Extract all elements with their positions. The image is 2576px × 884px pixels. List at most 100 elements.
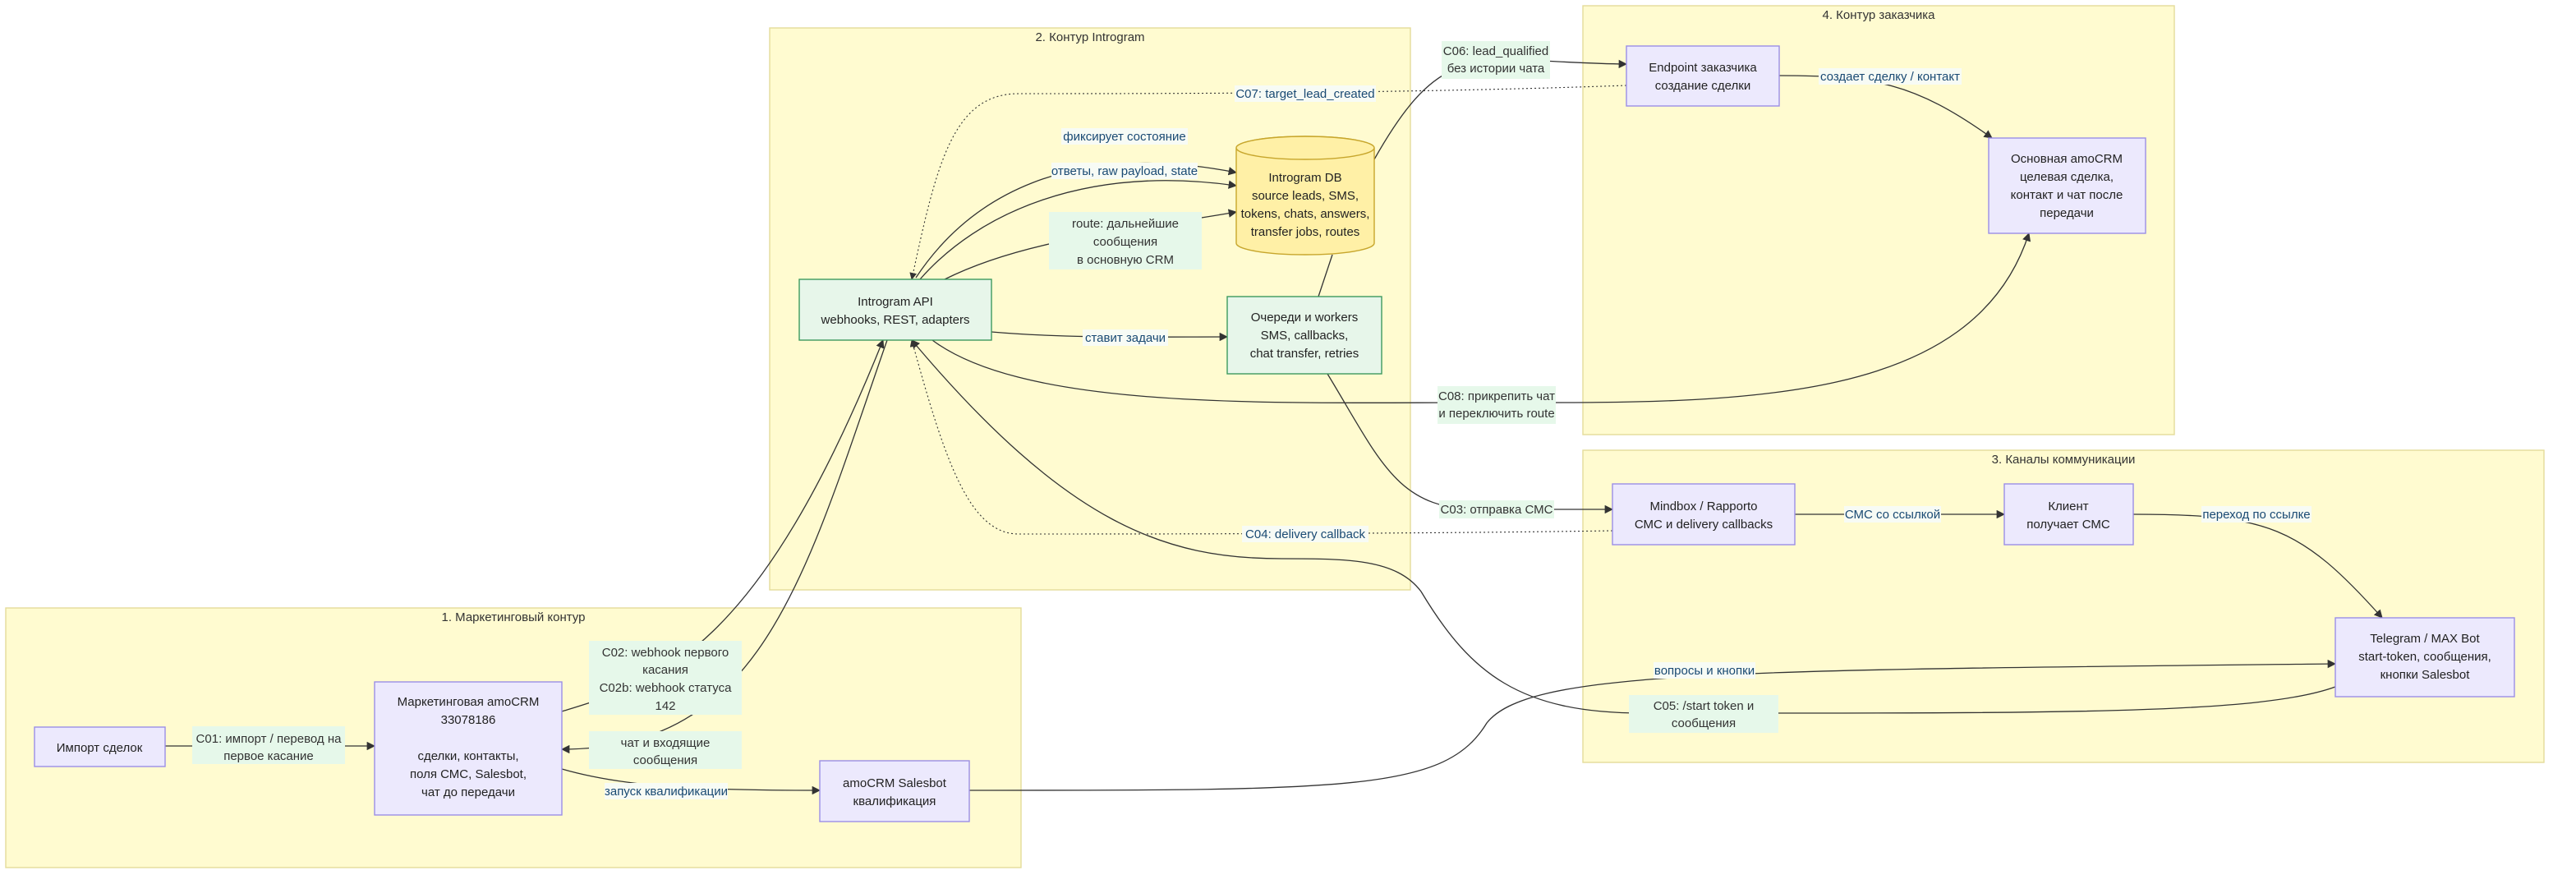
node-queues: Очереди и workers SMS, callbacks, chat t…	[1226, 296, 1382, 375]
edge-queues-db	[1318, 254, 1333, 297]
node-marketing-crm-line-6: чат до передачи	[421, 785, 515, 799]
edge-c05	[911, 339, 2336, 714]
node-marketing-crm-line-4: сделки, контакты,	[417, 749, 518, 763]
node-queues-line-2: SMS, callbacks,	[1261, 329, 1349, 343]
node-marketing-crm-line-1: Маркетинговая amoCRM	[398, 695, 540, 709]
node-mindbox: Mindbox / Rapporto СМС и delivery callba…	[1612, 483, 1796, 546]
node-api-line-2: webhooks, REST, adapters	[821, 313, 970, 327]
edge-label-questions-text: вопросы и кнопки	[1654, 664, 1755, 678]
edge-creates-deal	[1778, 75, 1993, 139]
edge-label-c06-line-2: без истории чата	[1447, 62, 1545, 76]
edge-label-c08-line-1: C08: прикрепить чат	[1438, 389, 1555, 403]
edge-label-c02-line-3: C02b: webhook статуса	[600, 681, 732, 695]
edge-label-chat-in: чат и входящие сообщения	[589, 731, 742, 769]
edge-label-c03-text: C03: отправка СМС	[1441, 503, 1553, 517]
edge-label-c05-line-1: C05: /start token и	[1654, 699, 1755, 713]
edge-label-c05: C05: /start token и сообщения	[1629, 695, 1778, 733]
edge-label-answers: ответы, raw payload, state	[1051, 163, 1198, 179]
edge-label-c07-text: C07: target_lead_created	[1235, 87, 1374, 101]
node-import-line-1: Импорт сделок	[57, 741, 143, 755]
node-telegram: Telegram / MAX Bot start-token, сообщени…	[2334, 617, 2515, 698]
node-api: Introgram API webhooks, REST, adapters	[798, 279, 992, 341]
edge-label-creates-deal-text: создает сделку / контакт	[1820, 70, 1960, 84]
cluster-channels-title: 3. Каналы коммуникации	[1992, 453, 2136, 467]
node-main-crm-line-1: Основная amoCRM	[2011, 152, 2123, 166]
node-endpoint: Endpoint заказчика создание сделки	[1626, 45, 1780, 107]
edge-label-sms-link: СМС со ссылкой	[1844, 506, 1941, 523]
edge-label-c06-line-1: C06: lead_qualified	[1443, 44, 1548, 58]
node-marketing-crm-line-2: 33078186	[441, 713, 496, 727]
edge-label-route-line-1: route: дальнейшие	[1072, 217, 1179, 231]
node-telegram-line-2: start-token, сообщения,	[2358, 650, 2491, 664]
edge-label-start-qual-text: запуск квалификации	[605, 785, 728, 799]
node-db-line-3: tokens, chats, answers,	[1241, 207, 1370, 221]
edge-follow-link	[2132, 513, 2383, 619]
node-salesbot-line-1: amoCRM Salesbot	[843, 776, 947, 790]
database-icon	[1235, 136, 1375, 160]
edge-label-c01: C01: импорт / перевод на первое касание	[192, 726, 345, 764]
node-telegram-line-3: кнопки Salesbot	[2380, 668, 2471, 682]
node-queues-line-1: Очереди и workers	[1251, 311, 1359, 325]
node-salesbot-line-2: квалификация	[853, 794, 936, 808]
edge-label-c02-line-4: 142	[655, 699, 675, 713]
edge-label-sms-link-text: СМС со ссылкой	[1845, 508, 1940, 522]
node-db-line-4: transfer jobs, routes	[1251, 225, 1360, 239]
node-db: Introgram DB source leads, SMS, tokens, …	[1235, 136, 1375, 256]
edge-label-c08: C08: прикрепить чат и переключить route	[1438, 386, 1556, 424]
edge-label-c02-line-2: касания	[642, 663, 688, 677]
edge-label-start-qual: запуск квалификации	[605, 783, 728, 799]
node-db-line-2: source leads, SMS,	[1252, 189, 1359, 203]
edge-answers	[919, 180, 1238, 280]
node-endpoint-line-1: Endpoint заказчика	[1649, 61, 1757, 75]
edge-label-tasks: ставит задачи	[1083, 329, 1168, 346]
cluster-customer-title: 4. Контур заказчика	[1822, 8, 1935, 22]
edge-label-c04-text: C04: delivery callback	[1245, 527, 1365, 541]
node-endpoint-line-2: создание сделки	[1655, 79, 1750, 93]
node-api-line-1: Introgram API	[858, 295, 933, 309]
edge-label-c05-line-2: сообщения	[1672, 716, 1736, 730]
node-salesbot: amoCRM Salesbot квалификация	[819, 760, 970, 822]
edge-label-questions: вопросы и кнопки	[1654, 662, 1755, 679]
node-client-line-1: Клиент	[2048, 500, 2088, 513]
node-marketing-crm-line-5: поля СМС, Salesbot,	[410, 767, 527, 781]
edge-label-c08-line-2: и переключить route	[1438, 407, 1554, 421]
edge-label-c04: C04: delivery callback	[1242, 526, 1368, 542]
node-client-line-2: получает СМС	[2026, 518, 2110, 532]
edge-label-tasks-text: ставит задачи	[1085, 331, 1166, 345]
node-main-crm-line-4: передачи	[2040, 206, 2094, 220]
edge-label-chat-in-line-1: чат и входящие	[621, 736, 711, 750]
node-main-crm: Основная amoCRM целевая сделка, контакт …	[1988, 137, 2146, 234]
edge-label-c01-line-2: первое касание	[223, 749, 314, 763]
edge-label-chat-in-line-2: сообщения	[633, 753, 697, 767]
edge-label-follow-link-text: переход по ссылке	[2202, 508, 2310, 522]
node-marketing-crm: Маркетинговая amoCRM 33078186 сделки, ко…	[374, 681, 563, 816]
node-client: Клиент получает СМС	[2003, 483, 2134, 546]
edge-label-route-line-2: сообщения	[1093, 235, 1157, 249]
node-main-crm-line-2: целевая сделка,	[2020, 170, 2114, 184]
edge-label-c06: C06: lead_qualified без истории чата	[1442, 41, 1550, 79]
node-mindbox-line-1: Mindbox / Rapporto	[1650, 500, 1758, 513]
cluster-introgram-title: 2. Контур Introgram	[1035, 30, 1144, 44]
node-main-crm-line-3: контакт и чат после	[2011, 188, 2123, 202]
edge-label-answers-text: ответы, raw payload, state	[1051, 164, 1198, 178]
edge-label-creates-deal: создает сделку / контакт	[1819, 68, 1962, 85]
edge-label-c02-line-1: C02: webhook первого	[602, 646, 729, 660]
node-db-line-1: Introgram DB	[1268, 171, 1341, 185]
edge-label-c03: C03: отправка СМС	[1439, 500, 1554, 518]
node-queues-line-3: chat transfer, retries	[1250, 347, 1359, 361]
edge-label-c01-line-1: C01: импорт / перевод на	[196, 732, 343, 746]
edge-label-follow-link: переход по ссылке	[2201, 506, 2312, 523]
edge-label-route-line-3: в основную CRM	[1077, 253, 1174, 267]
node-telegram-line-1: Telegram / MAX Bot	[2370, 632, 2480, 646]
edge-label-route: route: дальнейшие сообщения в основную C…	[1049, 212, 1202, 269]
edge-label-c02: C02: webhook первого касания C02b: webho…	[589, 641, 742, 715]
edge-label-fixes-state: фиксирует состояние	[1061, 128, 1188, 145]
edge-label-c07: C07: target_lead_created	[1235, 85, 1376, 102]
node-mindbox-line-2: СМС и delivery callbacks	[1635, 518, 1773, 532]
node-import: Импорт сделок	[34, 726, 166, 767]
edge-questions	[968, 659, 2337, 791]
edge-label-fixes-state-text: фиксирует состояние	[1063, 130, 1185, 144]
cluster-marketing-title: 1. Маркетинговый контур	[442, 610, 586, 624]
edge-c07	[909, 85, 1627, 280]
